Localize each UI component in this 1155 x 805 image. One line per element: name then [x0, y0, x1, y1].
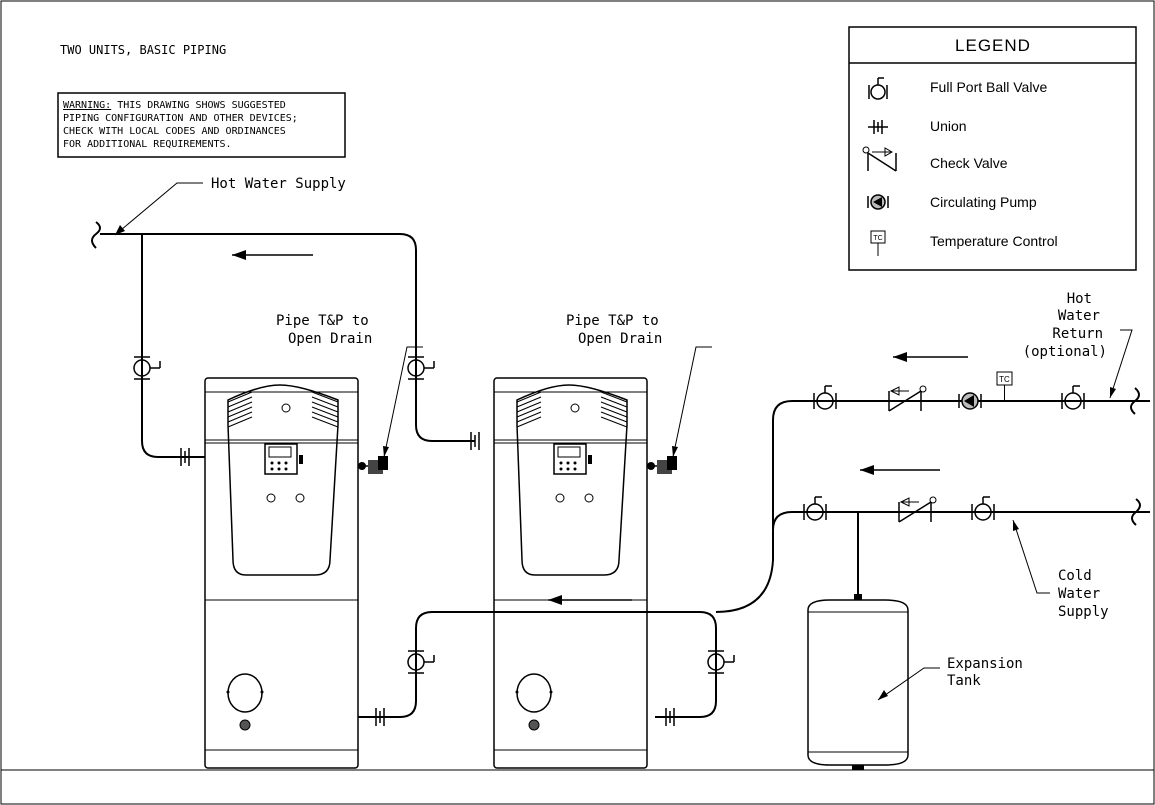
label-hot-water-return-line3: Return	[1052, 326, 1103, 342]
temperature-control-icon: TC	[870, 230, 886, 256]
label-cold-water-supply-line1: Cold	[1058, 568, 1092, 584]
label-hot-water-return-line1: Hot	[1067, 291, 1092, 307]
label-expansion-tank-line1: Expansion	[947, 656, 1023, 672]
water-heater-unit-1	[204, 377, 359, 769]
legend-label-ball-valve: Full Port Ball Valve	[930, 79, 1047, 95]
svg-text:TC: TC	[999, 375, 1010, 384]
legend-label-temperature-control: Temperature Control	[930, 233, 1058, 249]
expansion-tank	[807, 594, 909, 770]
legend-label-circulating-pump: Circulating Pump	[930, 194, 1037, 210]
legend: LEGEND Full Port Ball Valve Union Check …	[848, 26, 1137, 271]
ball-valve-icon	[868, 77, 888, 100]
circulating-pump	[958, 392, 982, 410]
diagram-title: TWO UNITS, BASIC PIPING	[60, 43, 226, 57]
water-heater-unit-2	[493, 377, 648, 769]
check-valve-icon	[862, 146, 897, 172]
label-hot-water-return-line4: (optional)	[1023, 344, 1107, 360]
label-tp-drain-1-line1: Pipe T&P to	[276, 313, 369, 329]
label-hot-water-return-line2: Water	[1058, 308, 1100, 324]
hot-water-supply-piping	[91, 221, 475, 458]
warning-line1: THIS DRAWING SHOWS SUGGESTED	[111, 100, 286, 111]
label-expansion-tank-line2: Tank	[947, 673, 981, 689]
warning-line4: FOR ADDITIONAL REQUIREMENTS.	[63, 139, 232, 150]
label-cold-water-supply-line2: Water	[1058, 586, 1100, 602]
svg-text:TC: TC	[873, 235, 882, 242]
label-cold-water-supply-line3: Supply	[1058, 604, 1109, 620]
union-icon	[868, 120, 888, 134]
svg-text:WARNING: THIS DRAWING SHOWS SU: WARNING: THIS DRAWING SHOWS SUGGESTED	[63, 100, 286, 111]
warning-note: WARNING: THIS DRAWING SHOWS SUGGESTED PI…	[57, 92, 346, 158]
label-tp-drain-1-line2: Open Drain	[288, 331, 372, 347]
label-hot-water-supply: Hot Water Supply	[211, 176, 346, 192]
tp-valve-unit-1	[358, 456, 388, 474]
label-tp-drain-2-line2: Open Drain	[578, 331, 662, 347]
label-tp-drain-2-line1: Pipe T&P to	[566, 313, 659, 329]
legend-title: LEGEND	[955, 36, 1031, 55]
warning-line2: PIPING CONFIGURATION AND OTHER DEVICES;	[63, 113, 298, 124]
warning-lead: WARNING:	[63, 100, 111, 111]
circulating-pump-icon	[867, 194, 889, 210]
legend-label-union: Union	[930, 118, 967, 134]
tp-valve-unit-2	[647, 456, 677, 474]
warning-line3: CHECK WITH LOCAL CODES AND ORDINANCES	[63, 126, 286, 137]
legend-label-check-valve: Check Valve	[930, 155, 1008, 171]
temperature-control: TC	[996, 371, 1013, 401]
